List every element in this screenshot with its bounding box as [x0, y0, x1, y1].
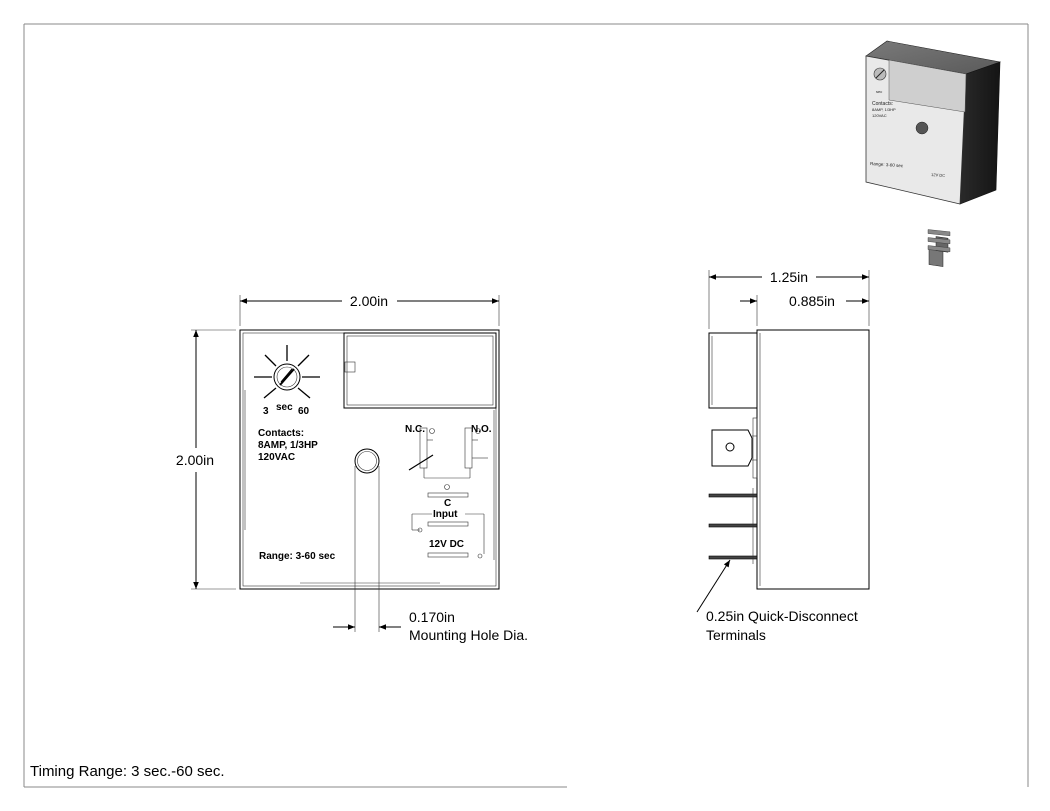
- side-body-dimension: 0.885in: [740, 293, 869, 326]
- relay-housing: [343, 332, 497, 409]
- iso-dial-unit: sec: [876, 89, 882, 94]
- contacts-rating: 8AMP, 1/3HP: [258, 440, 318, 451]
- front-outline: [239, 329, 500, 590]
- terminal-note-2: Terminals: [706, 627, 766, 643]
- mounting-hole: [354, 448, 380, 474]
- timing-range-note: Timing Range: 3 sec.-60 sec.: [30, 763, 225, 780]
- timing-dial-icon: [254, 345, 320, 399]
- terminal-schematic: N.C. N.O. C Input: [405, 424, 492, 559]
- common-label: C: [444, 498, 451, 509]
- terminal-pin: [708, 493, 758, 498]
- hole-dim-value: 0.170in: [409, 609, 455, 625]
- contacts-title: Contacts:: [258, 428, 304, 439]
- dial-max-label: 60: [298, 406, 310, 417]
- iso-contacts-title: Contacts:: [872, 101, 893, 107]
- iso-range-label: Range: 3-60 sec: [870, 161, 904, 168]
- terminal-note-1: 0.25in Quick-Disconnect: [706, 608, 858, 624]
- side-body-value: 0.885in: [789, 293, 835, 309]
- side-overall-value: 1.25in: [770, 269, 808, 285]
- terminal-leader: 0.25in Quick-Disconnect Terminals: [696, 559, 858, 643]
- side-overall-dimension: 1.25in: [708, 269, 870, 329]
- hole-dimension: 0.170in Mounting Hole Dia.: [333, 466, 528, 643]
- front-height-value: 2.00in: [176, 452, 214, 468]
- dial-min-label: 3: [263, 406, 269, 417]
- range-label: Range: 3-60 sec: [259, 551, 336, 562]
- isometric-view: sec Contacts: 8AMP, 1/3HP 120VAC Range: …: [865, 40, 1002, 267]
- sheet-border: [23, 23, 1029, 788]
- nc-label: N.C.: [405, 424, 425, 435]
- side-view: 1.25in 0.885in 0.25in Quick-Disconnect T…: [696, 269, 870, 643]
- terminal-pin: [708, 555, 758, 560]
- contacts-voltage: 120VAC: [258, 452, 295, 463]
- side-body: [756, 329, 870, 590]
- input-voltage-label: 12V DC: [429, 539, 464, 550]
- front-height-dimension: 2.00in: [176, 329, 236, 590]
- iso-input-voltage: 12V DC: [931, 172, 945, 178]
- iso-contacts-voltage: 120VAC: [872, 113, 887, 118]
- front-width-value: 2.00in: [350, 293, 388, 309]
- terminal-pin: [708, 523, 758, 528]
- front-view: 3 sec 60 Contacts: 8AMP, 1/3HP 120VAC Ra…: [176, 293, 528, 643]
- input-label: Input: [433, 509, 458, 520]
- side-relay: [708, 332, 758, 409]
- no-label: N.O.: [471, 424, 492, 435]
- front-width-dimension: 2.00in: [239, 293, 500, 326]
- quick-disconnect-tab: [711, 417, 758, 479]
- hole-dim-note: Mounting Hole Dia.: [409, 627, 528, 643]
- iso-contacts-rating: 8AMP, 1/3HP: [872, 107, 896, 112]
- dial-unit-label: sec: [276, 402, 293, 413]
